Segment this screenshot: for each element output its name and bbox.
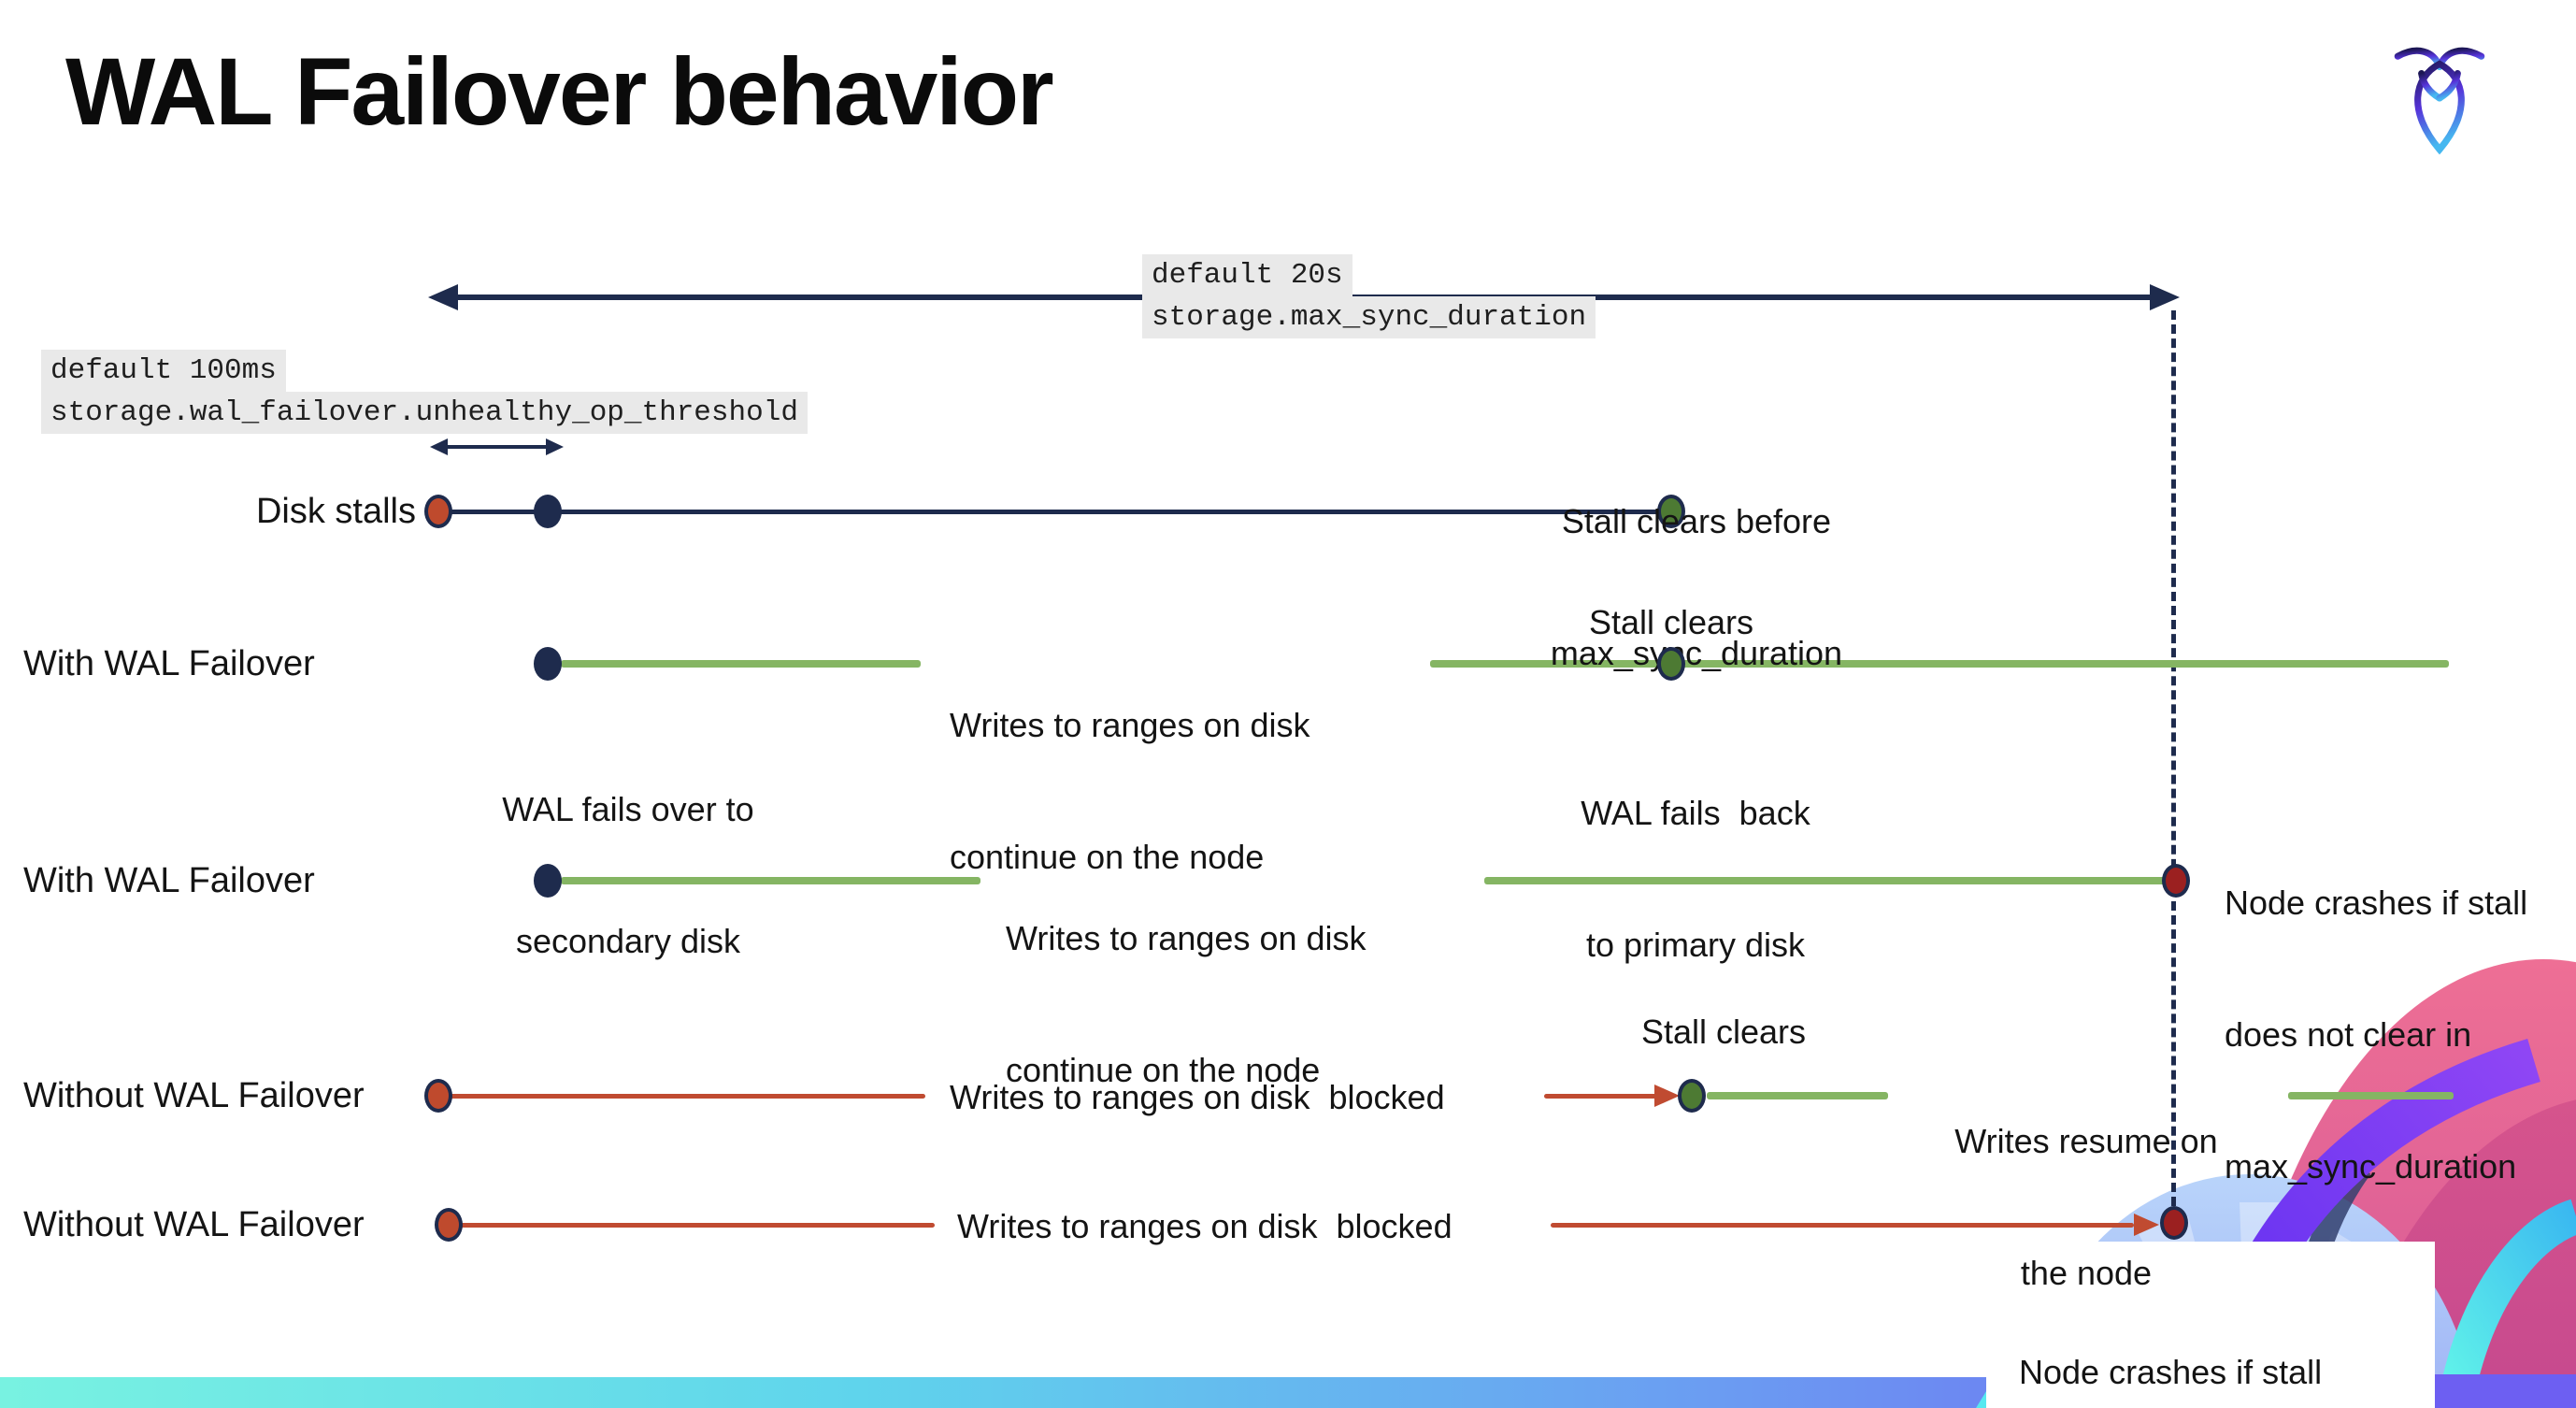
stall-clears-before-note: Stall clears before max_sync_duration [1496, 411, 1897, 763]
writes-resume-note: Writes resume on the node [1918, 1031, 2254, 1383]
row-label-without-wal-failover: Without WAL Failover [23, 1205, 365, 1244]
max-sync-setting-label: storage.max_sync_duration [1142, 296, 1596, 338]
arrowhead-right-icon [546, 438, 564, 455]
note-line: Node crashes if stall [2225, 884, 2528, 922]
max-sync-default-label: default 20s [1142, 254, 1352, 296]
max-sync-deadline-dashed-line [2171, 310, 2176, 1206]
writes-resume-line [1707, 1092, 1888, 1099]
arrowhead-right-icon [2134, 1214, 2159, 1236]
node-crash-dot [2162, 864, 2190, 898]
writes-continue-line [561, 660, 921, 668]
note-line: Writes to ranges on disk [950, 706, 1310, 744]
note-line: does not clear in [2225, 1015, 2472, 1054]
unhealthy-op-setting-label: storage.wal_failover.unhealthy_op_thresh… [41, 392, 808, 434]
stall-clears-dot [1678, 1079, 1706, 1113]
writes-continue-note: Writes to ranges on disk continue on the… [1006, 828, 1367, 1180]
note-line: max_sync_duration [2225, 1147, 2517, 1185]
node-crash-note: Node crashes if stall does not clear in … [2225, 793, 2570, 1276]
note-line: Writes resume on [1954, 1122, 2218, 1160]
arrowhead-left-icon [430, 438, 448, 455]
wal-fails-over-note: WAL fails over to secondary disk [460, 699, 796, 1051]
writes-continue-line [1484, 877, 2167, 884]
unhealthy-op-span-line [441, 445, 551, 449]
node-crash-note: Node crashes if stall does not clear in … [2019, 1262, 2421, 1408]
row-label-without-wal-failover: Without WAL Failover [23, 1076, 365, 1115]
writes-continue-line [1430, 660, 2449, 668]
writes-blocked-note: Writes to ranges on disk blocked [957, 1207, 1453, 1245]
row-label-disk-stalls: Disk stalls [255, 492, 416, 531]
arrowhead-left-icon [428, 284, 458, 310]
writes-blocked-line [438, 1094, 925, 1099]
stall-clears-note: Stall clears [1588, 603, 1754, 641]
failover-dot [534, 647, 562, 681]
row-label-with-wal-failover: With WAL Failover [23, 644, 315, 683]
note-line: the node [2020, 1254, 2153, 1292]
crash-note-callout-box [1986, 1242, 2435, 1408]
note-line: max_sync_duration [1550, 634, 1843, 672]
stall-start-dot [424, 1079, 452, 1113]
node-crash-dot [2160, 1206, 2188, 1240]
stall-start-dot [435, 1208, 463, 1242]
writes-blocked-note: Writes to ranges on disk blocked [950, 1078, 1445, 1116]
writes-blocked-line [1551, 1223, 2134, 1228]
unhealthy-op-default-label: default 100ms [41, 350, 286, 392]
page-title: WAL Failover behavior [65, 38, 1054, 145]
note-line: continue on the node [1006, 1051, 1321, 1089]
threshold-dot [534, 495, 562, 528]
writes-continue-note: Writes to ranges on disk continue on the… [950, 615, 1310, 967]
stall-start-dot [424, 495, 452, 528]
stall-clears-dot [1657, 495, 1685, 528]
stall-clears-dot [1657, 647, 1685, 681]
note-line: Node crashes if stall [2019, 1353, 2323, 1391]
note-line: secondary disk [515, 922, 741, 960]
row-label-with-wal-failover: With WAL Failover [23, 861, 315, 900]
writes-resume-line [2288, 1092, 2454, 1099]
stall-clears-note: Stall clears [1640, 1013, 1807, 1051]
cockroachdb-logo-icon [2394, 47, 2485, 155]
note-line: continue on the node [950, 838, 1265, 876]
failover-dot [534, 864, 562, 898]
disk-stall-timeline [438, 510, 1671, 514]
note-line: WAL fails over to [502, 790, 754, 828]
wal-fails-back-note: WAL fails back to primary disk [1527, 703, 1864, 1055]
arrowhead-right-icon [2150, 284, 2180, 310]
note-line: Writes to ranges on disk [1006, 919, 1367, 957]
note-line: WAL fails back [1581, 794, 1810, 832]
note-line: Stall clears before [1561, 502, 1832, 540]
writes-blocked-line [1544, 1094, 1658, 1099]
arrowhead-right-icon [1654, 1085, 1680, 1107]
writes-continue-line [561, 877, 980, 884]
writes-blocked-line [449, 1223, 935, 1228]
note-line: to primary disk [1585, 926, 1806, 964]
